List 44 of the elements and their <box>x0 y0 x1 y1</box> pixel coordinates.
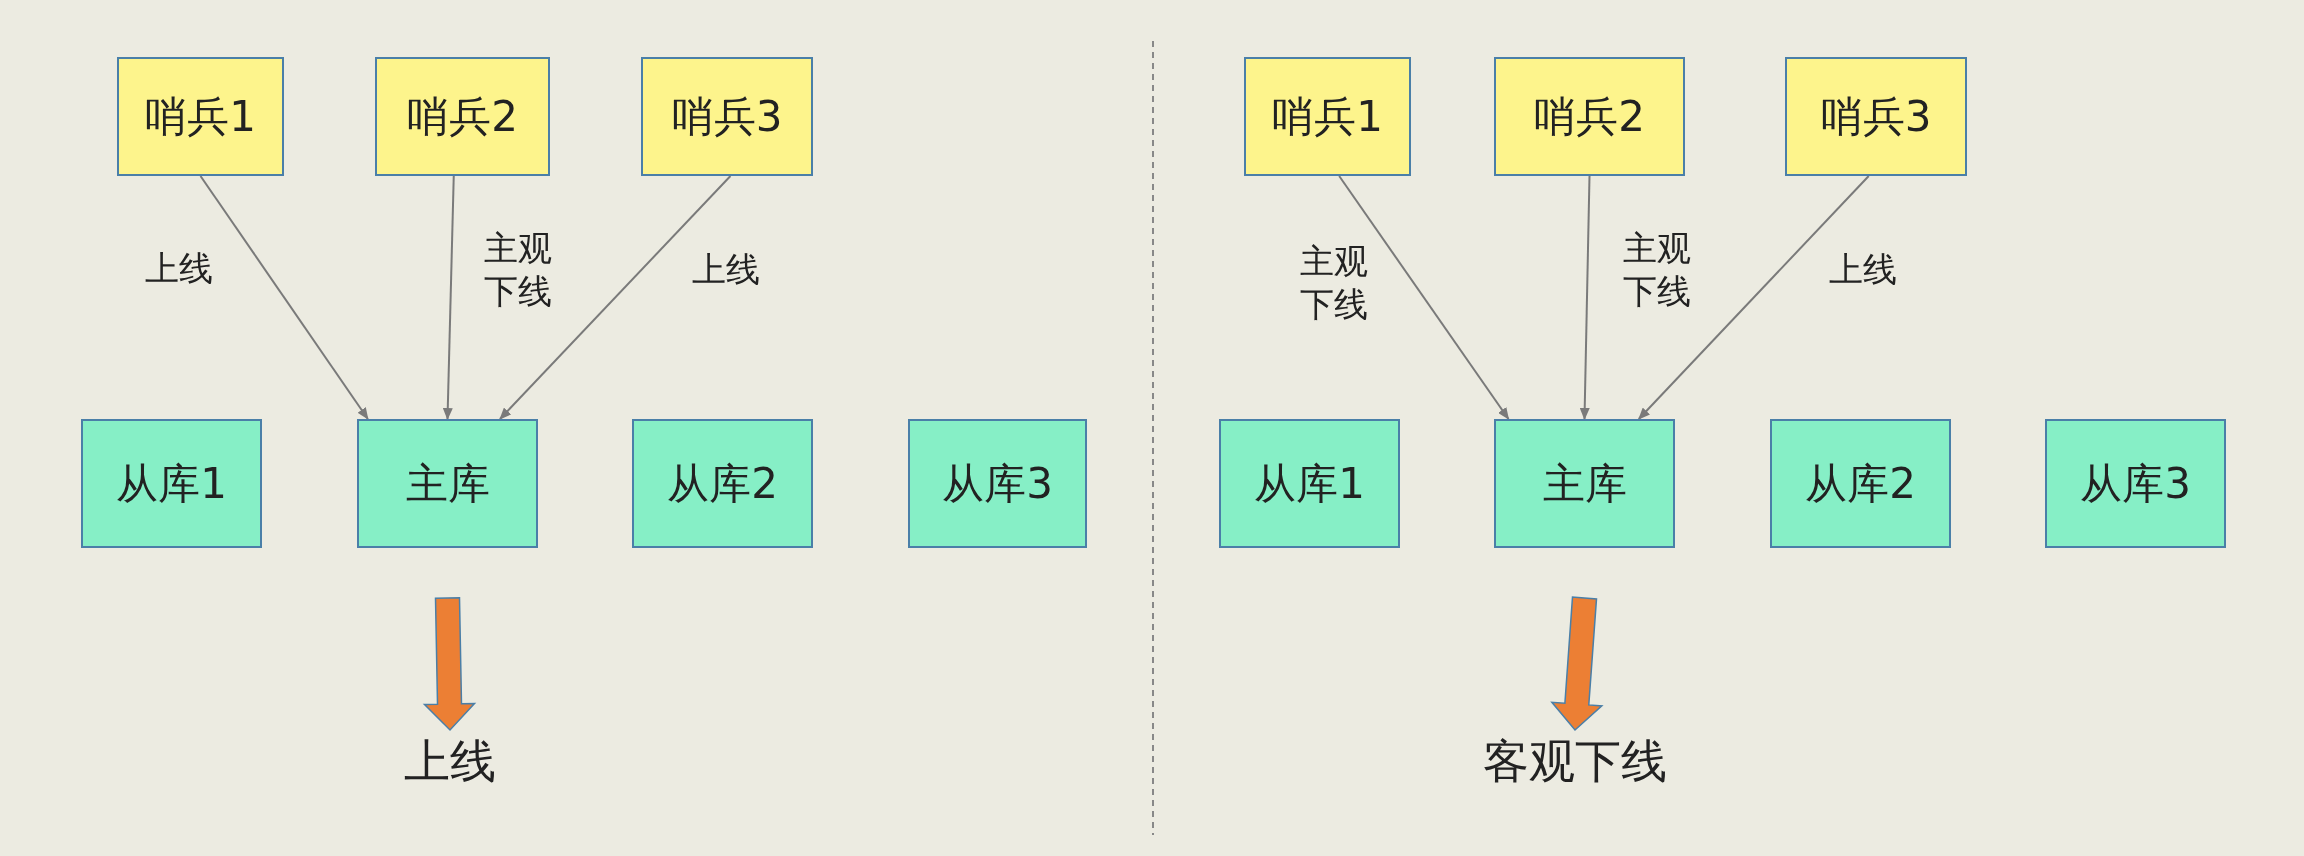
sentinel-box <box>117 57 284 176</box>
sentinel-box <box>375 57 550 176</box>
node-label: 哨兵2 <box>407 90 518 143</box>
result-label: 上线 <box>404 733 496 790</box>
node-label: 哨兵1 <box>1272 90 1383 143</box>
sentinel-box <box>1244 57 1411 176</box>
sentinel-box <box>1494 57 1685 176</box>
node-label: 从库2 <box>667 457 778 510</box>
sentinel-box <box>641 57 813 176</box>
node-label: 哨兵1 <box>145 90 256 143</box>
node-label: 主库 <box>1542 457 1627 510</box>
node-label: 从库3 <box>942 457 1053 510</box>
arrow <box>1579 175 1591 420</box>
database-box <box>357 419 538 548</box>
block-arrow <box>1550 596 1604 732</box>
result-label: 客观下线 <box>1483 733 1667 790</box>
node-label: 哨兵3 <box>1820 90 1932 143</box>
database-box <box>1494 419 1675 548</box>
database-box <box>2045 419 2226 548</box>
arrow <box>1338 175 1510 420</box>
edge-label: 主观下线 <box>1299 239 1369 325</box>
arrow <box>1637 175 1870 420</box>
node-label: 哨兵2 <box>1534 90 1645 143</box>
node-label: 从库2 <box>1805 457 1916 510</box>
database-box <box>1770 419 1951 548</box>
node-label: 从库1 <box>116 457 227 510</box>
node-label: 哨兵3 <box>671 90 783 143</box>
sentinel-box <box>1785 57 1967 176</box>
block-arrow <box>422 597 477 732</box>
edge-label: 主观下线 <box>483 226 553 312</box>
arrow <box>442 175 455 420</box>
arrow <box>199 175 369 420</box>
database-box <box>908 419 1087 548</box>
database-box <box>81 419 262 548</box>
database-box <box>1219 419 1400 548</box>
node-label: 从库3 <box>2080 457 2191 510</box>
node-label: 主库 <box>405 457 490 510</box>
node-label: 从库1 <box>1254 457 1365 510</box>
edge-label: 上线 <box>691 247 761 291</box>
edge-label: 主观下线 <box>1622 226 1692 312</box>
edge-label: 上线 <box>1828 247 1898 291</box>
edge-label: 上线 <box>144 246 214 290</box>
arrow <box>499 175 732 420</box>
database-box <box>632 419 813 548</box>
